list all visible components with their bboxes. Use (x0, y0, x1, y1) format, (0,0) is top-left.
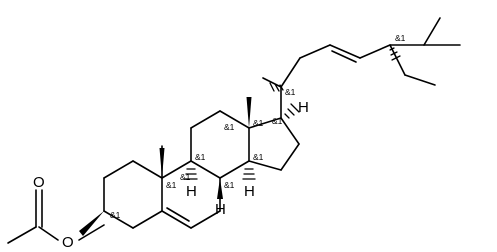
bond (262, 77, 282, 88)
stereo-label-c24: &1 (395, 33, 406, 43)
side-chain (262, 17, 461, 119)
bond (161, 210, 192, 229)
bond (248, 160, 282, 171)
stereo-label-c8: &1 (224, 180, 235, 190)
double-bond-inner (166, 207, 190, 222)
bond (359, 44, 391, 59)
stereo-label-c10: &1 (166, 180, 177, 190)
stereo-label-c13: &1 (253, 118, 264, 128)
ring-a (103, 160, 163, 229)
hashed-bond-c20-methyl (269, 82, 284, 92)
stereo-label-c14b: &1 (224, 122, 235, 132)
methyl-c19-wedge (159, 148, 165, 178)
ring-d (248, 117, 300, 171)
double-bond-inner (331, 50, 357, 63)
carbonyl-oxygen-label: O (33, 174, 45, 191)
bond (280, 117, 300, 145)
ester-oxygen-label: O (62, 234, 74, 251)
hydrogen-label-c8: H (215, 201, 226, 218)
hashed-bond-c14-h (242, 168, 256, 180)
hydrogen-label-c14: H (244, 183, 255, 200)
bond (280, 143, 300, 171)
bond (7, 226, 37, 244)
bond (190, 110, 221, 129)
stereo-label-c9b: &1 (180, 172, 191, 182)
bond (404, 74, 436, 86)
bond (132, 160, 163, 179)
hydrogen-label-c9: H (186, 183, 197, 200)
bond (38, 226, 59, 241)
bond (78, 224, 105, 241)
ring-c (190, 110, 250, 179)
bond (190, 160, 221, 179)
wedge-bond (79, 211, 104, 236)
bond (161, 160, 192, 179)
bond (423, 17, 441, 46)
hashed-bond-c17-h (284, 103, 300, 119)
wedge-bond-c8-h (217, 178, 223, 199)
stereo-label-c9: &1 (195, 152, 206, 162)
stereo-label-c14: &1 (253, 152, 264, 162)
acetate-group (7, 189, 105, 244)
bond (132, 210, 163, 229)
hashed-bond-c9-h (184, 168, 198, 180)
hydrogen-label-c17: H (298, 99, 309, 116)
bond (280, 57, 301, 88)
bond (103, 160, 134, 179)
bond (299, 44, 331, 59)
bond (219, 160, 250, 179)
methyl-c18-wedge (246, 97, 252, 128)
bond (190, 210, 221, 229)
bond (219, 110, 250, 129)
bond (329, 44, 361, 59)
stereo-label-c17: &1 (272, 116, 283, 126)
bond (103, 210, 134, 229)
stereo-label-c3: &1 (110, 210, 121, 220)
bond (389, 44, 406, 76)
hashed-bond-c24-ethyl (389, 47, 401, 61)
stereo-label-c20: &1 (285, 87, 296, 97)
bond (248, 117, 282, 129)
